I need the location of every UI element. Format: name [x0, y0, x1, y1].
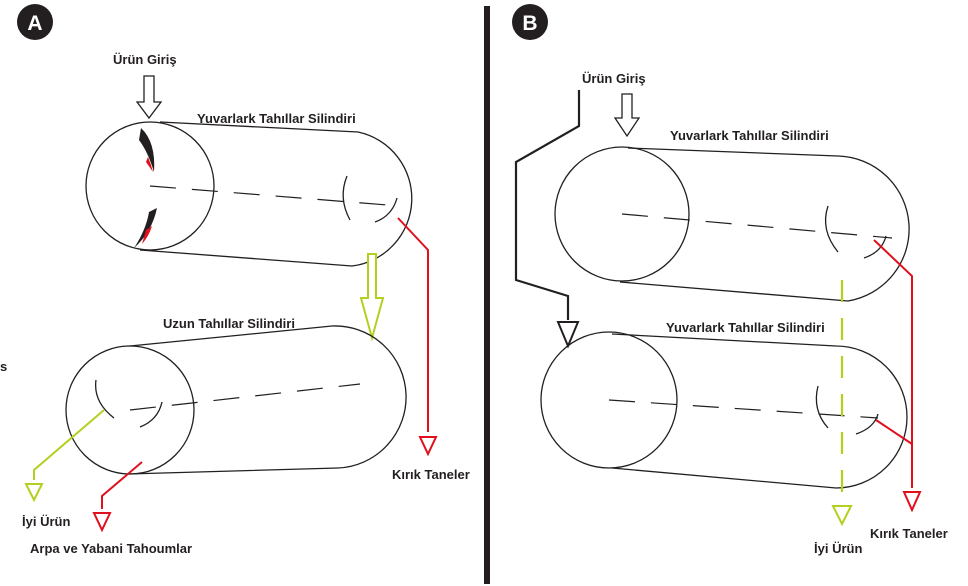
panel-a-barley-label: Arpa ve Yabani Tahoumlar: [30, 541, 192, 556]
panel-a-barley-stream: [101, 461, 143, 509]
panel-a: A Ürün Giriş Yuvarlark Tahıllar Silindir…: [0, 4, 470, 556]
panel-b-broken-stream: [873, 239, 913, 488]
edge-text-fragment: s: [0, 359, 7, 374]
panel-b-broken-label: Kırık Taneler: [870, 526, 948, 541]
panel-b-good-arrow-icon: [831, 505, 853, 527]
panel-a-broken-stream: [397, 217, 429, 432]
panel-b-inlet-label: Ürün Giriş: [582, 71, 646, 86]
panel-a-broken-arrow-icon: [418, 436, 438, 457]
panel-b-bypass-arrow-icon: [556, 321, 580, 349]
panel-b-good-label: İyi Ürün: [814, 541, 862, 556]
panel-b-bypass-line: [514, 90, 581, 320]
panel-b-badge-text: B: [522, 12, 537, 35]
panel-b-bottom-cylinder: [540, 331, 908, 489]
panel-b-badge: B: [512, 4, 548, 40]
panel-b-bottom-cylinder-label: Yuvarlark Tahıllar Silindiri: [666, 320, 825, 335]
panel-b: B Ürün Giriş Yuvarlark Tahıllar Silindir…: [512, 4, 948, 556]
panel-a-bottom-cylinder-label: Uzun Tahıllar Silindiri: [163, 316, 295, 331]
panel-a-good-stream: [33, 409, 105, 480]
panel-a-bottom-cylinder: [65, 325, 407, 475]
panel-a-badge-text: A: [27, 12, 42, 35]
panel-a-barley-arrow-icon: [92, 512, 112, 533]
panel-b-top-cylinder-label: Yuvarlark Tahıllar Silindiri: [670, 128, 829, 143]
panel-a-transfer-arrow-icon: [359, 253, 385, 342]
panel-a-top-cylinder: [85, 121, 413, 267]
panel-a-inlet-label: Ürün Giriş: [113, 52, 177, 67]
panel-divider: [484, 6, 490, 584]
panel-b-top-cylinder: [554, 146, 910, 302]
panel-b-broken-arrow-icon: [902, 491, 922, 513]
panel-a-good-arrow-icon: [24, 483, 44, 503]
panel-b-broken-branch: [875, 419, 913, 445]
panel-a-good-label: İyi Ürün: [22, 514, 70, 529]
panel-a-inlet-arrow-icon: [135, 75, 163, 120]
panel-a-top-cylinder-label: Yuvarlark Tahıllar Silindiri: [197, 111, 356, 126]
panel-a-broken-label: Kırık Taneler: [392, 467, 470, 482]
panel-b-inlet-arrow-icon: [613, 93, 641, 138]
panel-a-badge: A: [17, 4, 53, 40]
